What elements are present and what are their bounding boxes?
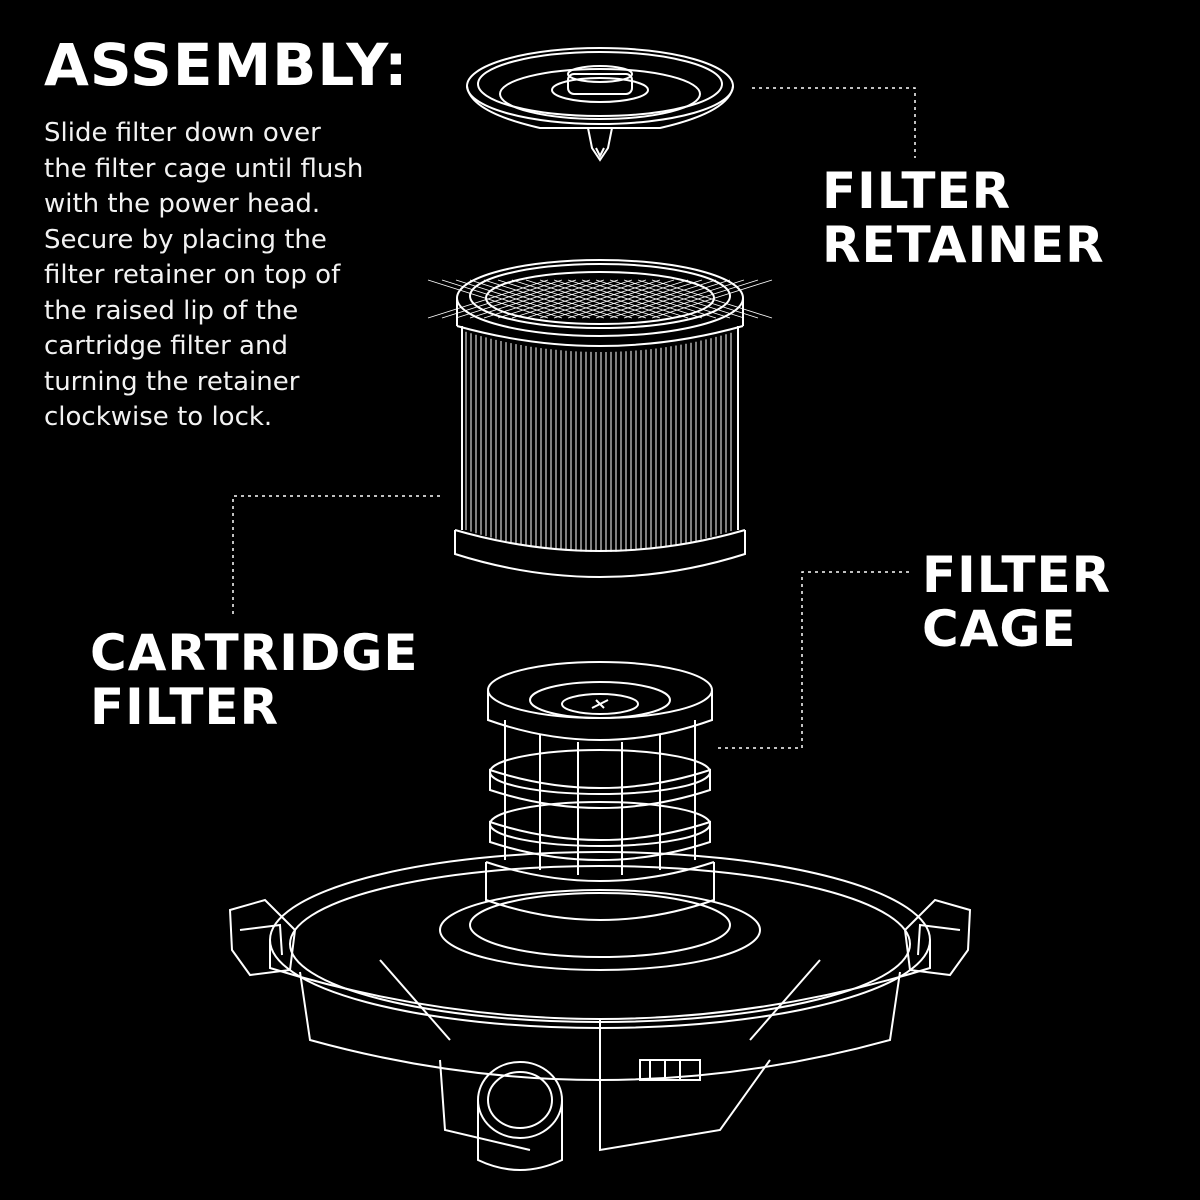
cartridge-filter-label: CARTRIDGE FILTER xyxy=(90,624,419,736)
assembly-heading: ASSEMBLY: xyxy=(44,31,409,99)
instruction-line: filter retainer on top of xyxy=(44,260,341,290)
instruction-line: cartridge filter and xyxy=(44,331,288,361)
instruction-line: the raised lip of the xyxy=(44,295,299,326)
instruction-line: Slide filter down over xyxy=(44,118,321,148)
assembly-instructions: Slide filter down over the filter cage u… xyxy=(44,116,424,436)
filter-cage-label: FILTER CAGE xyxy=(922,546,1112,658)
instruction-line: Secure by placing the xyxy=(44,224,327,255)
filter-cage-drawing xyxy=(485,661,715,921)
filter-pleats xyxy=(465,331,732,552)
power-head-drawing xyxy=(228,851,972,1171)
instruction-line: turning the retainer xyxy=(44,366,300,397)
cartridge-filter-drawing xyxy=(427,259,773,578)
leader-line-cartridge xyxy=(232,495,440,618)
instruction-line: the filter cage until flush xyxy=(44,153,364,184)
instruction-line: with the power head. xyxy=(44,189,321,219)
leader-line-retainer xyxy=(752,87,916,158)
filter-retainer-drawing xyxy=(466,47,734,162)
filter-retainer-label: FILTER RETAINER xyxy=(822,162,1105,274)
filter-mesh xyxy=(427,279,773,319)
leader-line-cage xyxy=(718,571,910,749)
instruction-line: clockwise to lock. xyxy=(44,402,273,432)
